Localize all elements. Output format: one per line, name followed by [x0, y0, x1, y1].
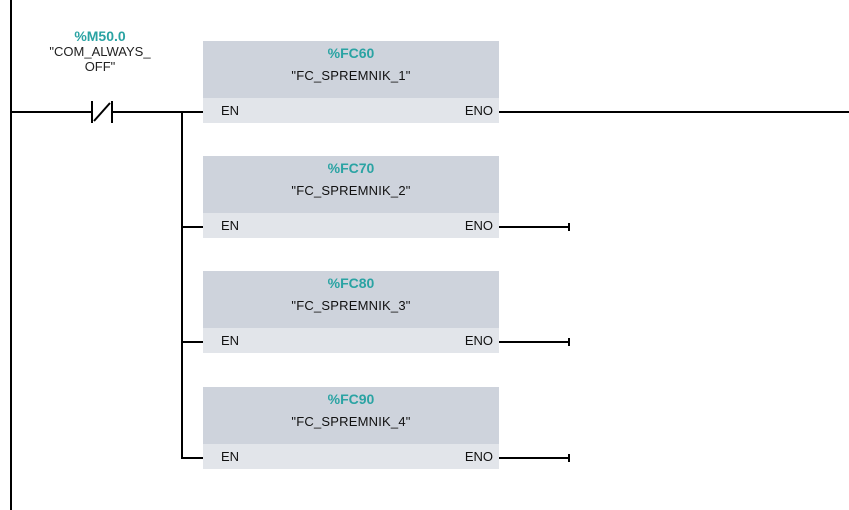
rung-wire-middle: [120, 111, 203, 113]
eno-terminator-2: [568, 223, 570, 231]
fc-address: %FC90: [327, 391, 375, 407]
fc-en-pin: EN: [221, 449, 240, 464]
branch-stub-3: [181, 341, 203, 343]
fc-block-body: [203, 98, 499, 123]
eno-terminator-4: [568, 454, 570, 462]
contact-name-line2: OFF": [84, 59, 116, 74]
fc-block-header: [203, 387, 499, 444]
fc-eno-pin: ENO: [464, 449, 493, 464]
fc-name: "FC_SPREMNIK_1": [291, 68, 411, 83]
branch-stub-2: [181, 226, 203, 228]
nc-contact-symbol[interactable]: [84, 99, 120, 125]
contact-label: %M50.0 "COM_ALWAYS_ OFF": [30, 28, 170, 75]
fc-block-header: [203, 41, 499, 98]
fc-block-header: [203, 156, 499, 213]
fc-block-1[interactable]: %FC60 "FC_SPREMNIK_1" EN ENO: [203, 41, 499, 123]
fc-block-3[interactable]: %FC80 "FC_SPREMNIK_3" EN ENO: [203, 271, 499, 353]
branch-vertical: [181, 111, 183, 459]
fc-address: %FC80: [327, 275, 375, 291]
fc-block-header: [203, 271, 499, 328]
eno-wire-2: [499, 226, 569, 228]
fc-name: "FC_SPREMNIK_2": [291, 183, 411, 198]
power-rail: [10, 0, 12, 510]
fc-block-body: [203, 444, 499, 469]
contact-name-line1: "COM_ALWAYS_: [49, 44, 151, 59]
fc-en-pin: EN: [221, 103, 240, 118]
eno-wire-3: [499, 341, 569, 343]
fc-address: %FC70: [327, 160, 375, 176]
fc-eno-pin: ENO: [464, 103, 493, 118]
fc-block-body: [203, 328, 499, 353]
fc-address: %FC60: [327, 45, 375, 61]
fc-eno-pin: ENO: [464, 333, 493, 348]
fc-name: "FC_SPREMNIK_3": [291, 298, 411, 313]
contact-address: %M50.0: [74, 28, 126, 44]
rung-wire-left: [10, 111, 84, 113]
fc-en-pin: EN: [221, 218, 240, 233]
eno-terminator-3: [568, 338, 570, 346]
branch-stub-4: [181, 457, 203, 459]
fc-name: "FC_SPREMNIK_4": [291, 414, 411, 429]
fc-block-2[interactable]: %FC70 "FC_SPREMNIK_2" EN ENO: [203, 156, 499, 238]
fc-eno-pin: ENO: [464, 218, 493, 233]
fc-block-body: [203, 213, 499, 238]
eno-wire-1: [499, 111, 849, 113]
fc-en-pin: EN: [221, 333, 240, 348]
eno-wire-4: [499, 457, 569, 459]
fc-block-4[interactable]: %FC90 "FC_SPREMNIK_4" EN ENO: [203, 387, 499, 469]
